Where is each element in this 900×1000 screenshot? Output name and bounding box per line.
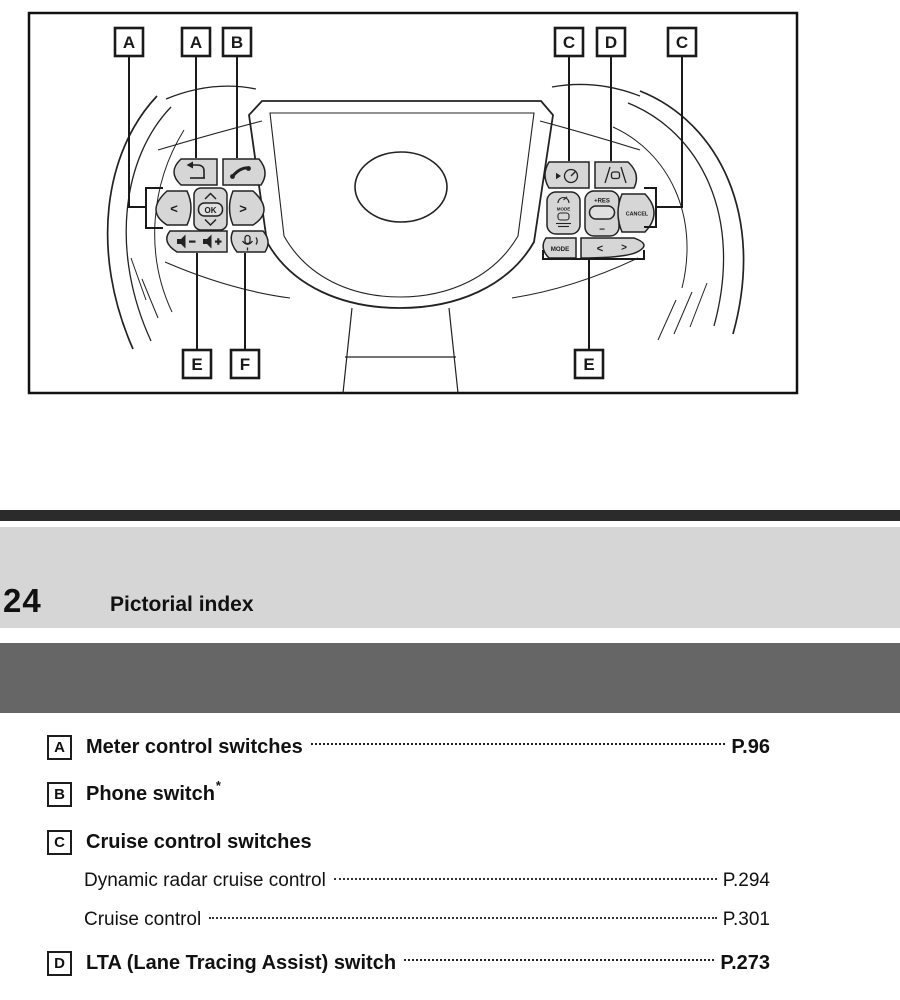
lta-button	[594, 161, 638, 189]
svg-text:D: D	[605, 33, 617, 52]
ok-button-pill	[197, 202, 224, 217]
callout-C-cruise-main: C	[553, 26, 585, 58]
svg-text:A: A	[190, 33, 202, 52]
page-reference: P.96	[731, 735, 770, 758]
volume-button	[166, 230, 228, 253]
ok-label: OK	[205, 206, 217, 215]
set-minus-label: −	[599, 225, 605, 236]
page-header-band: 24 Pictorial index	[0, 527, 900, 628]
meter-right-button	[228, 190, 265, 226]
lta-icon	[604, 166, 627, 184]
chapter-band	[0, 643, 900, 713]
callout-D-lta: D	[595, 26, 627, 58]
back-arrow-icon	[186, 161, 205, 179]
steering-wheel-figure: < OK >	[27, 11, 799, 395]
svg-text:C: C	[563, 33, 575, 52]
meter-left-button	[155, 190, 192, 226]
svg-text:C: C	[676, 33, 688, 52]
index-row-lta-switch: D LTA (Lane Tracing Assist) switch P.273	[47, 949, 770, 977]
distance-mode-label: MODE	[557, 207, 571, 212]
cancel-label: CANCEL	[626, 212, 649, 218]
callout-B-phone: B	[221, 26, 253, 58]
index-row-meter-switches: A Meter control switches P.96	[47, 733, 770, 761]
svg-text:B: B	[231, 33, 243, 52]
page-number: 24	[3, 582, 42, 619]
svg-text:A: A	[123, 33, 135, 52]
dot-leader	[209, 916, 717, 919]
phone-button	[222, 158, 266, 186]
callout-C-cruise-set: C	[666, 26, 698, 58]
callout-E-volume: E	[181, 348, 213, 380]
page-reference: P.294	[722, 870, 770, 891]
right-cluster-icons: MODE +RES − CANCEL MODE < >	[551, 166, 649, 255]
top-rule	[0, 510, 900, 521]
callout-leader-lines	[128, 56, 683, 350]
index-label: Meter control switches	[86, 735, 303, 758]
index-label: Cruise control switches	[86, 830, 312, 853]
meter-right-arrow-glyph: >	[239, 201, 247, 216]
res-label: +RES	[594, 199, 610, 205]
cruise-main-button	[544, 161, 590, 189]
horn-pad-emblem	[354, 151, 448, 223]
dot-leader	[310, 743, 726, 745]
index-row-cruise-switches: C Cruise control switches	[47, 828, 770, 856]
index-subrow-cruise-control: Cruise control P.301	[47, 905, 770, 935]
svg-text:E: E	[191, 355, 202, 374]
cancel-button	[617, 193, 655, 233]
index-row-phone-switch: B Phone switch *	[47, 777, 770, 808]
left-cluster-icons: < OK >	[170, 161, 258, 251]
mode-label: MODE	[551, 246, 570, 253]
page-reference: P.301	[722, 909, 770, 930]
section-title: Pictorial index	[110, 593, 254, 616]
callout-A-back: A	[180, 26, 212, 58]
res-set-pill	[588, 205, 616, 220]
callout-labels: A A B C D C E	[113, 26, 698, 380]
page-reference: P.273	[720, 951, 770, 974]
index-sublabel: Dynamic radar cruise control	[84, 870, 326, 891]
volume-down-icon	[177, 234, 196, 249]
volume-up-icon	[203, 234, 222, 249]
index-sublabel: Cruise control	[84, 909, 202, 930]
seek-left-glyph: <	[597, 243, 603, 255]
vehicle-distance-icon	[556, 196, 571, 228]
callout-letter-box: C	[47, 829, 72, 855]
left-switch-cluster	[155, 158, 269, 253]
meter-left-arrow-glyph: <	[170, 201, 178, 216]
callout-A-left-cluster: A	[113, 26, 145, 58]
callout-letter-box: B	[47, 781, 72, 807]
seek-right-glyph: >	[621, 243, 627, 254]
svg-text:F: F	[240, 355, 250, 374]
callout-letter-box: A	[47, 734, 72, 760]
index-subrow-dynamic-radar-cruise: Dynamic radar cruise control P.294	[47, 866, 770, 896]
back-button	[173, 158, 218, 186]
seek-track-button	[580, 237, 645, 259]
ok-down-chevron-icon	[204, 218, 217, 227]
cruise-control-icon	[556, 168, 579, 184]
ok-up-chevron-icon	[204, 192, 217, 200]
callout-E-audio-right: E	[573, 348, 605, 380]
footnote-asterisk: *	[215, 777, 221, 793]
pictorial-index-list: A Meter control switches P.96 B Phone sw…	[47, 733, 770, 977]
index-label: Phone switch	[86, 782, 215, 805]
index-label: LTA (Lane Tracing Assist) switch	[86, 951, 397, 974]
dot-leader	[333, 877, 717, 880]
microphone-icon	[241, 234, 258, 251]
svg-text:E: E	[583, 355, 594, 374]
steering-wheel-outline	[106, 83, 745, 394]
phone-icon	[230, 166, 251, 179]
callout-F-voice: F	[229, 348, 261, 380]
dot-leader	[404, 959, 715, 961]
callout-letter-box: D	[47, 950, 72, 976]
